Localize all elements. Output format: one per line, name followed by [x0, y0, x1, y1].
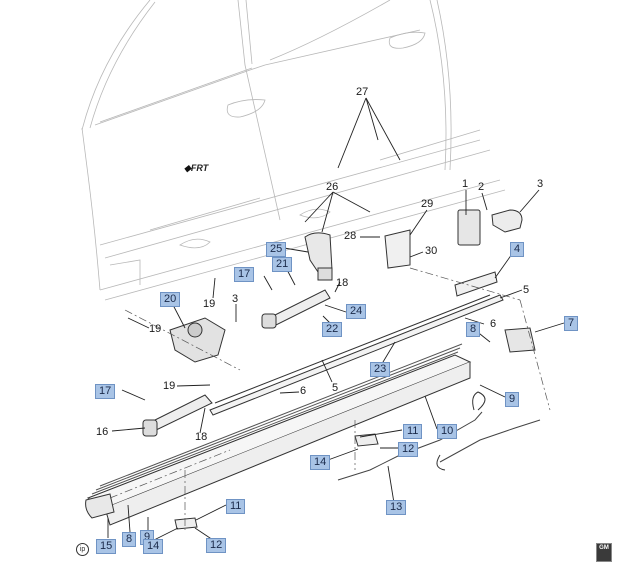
- callout-16[interactable]: 16: [96, 426, 109, 438]
- callout-6-mid[interactable]: 6: [300, 385, 307, 397]
- callout-14-mid[interactable]: 14: [310, 455, 331, 470]
- callout-28[interactable]: 28: [344, 230, 357, 242]
- callout-19-left[interactable]: 19: [149, 323, 162, 335]
- callout-3-harness[interactable]: 3: [232, 293, 239, 305]
- callout-11-mid[interactable]: 11: [403, 424, 423, 439]
- callout-17-upper[interactable]: 17: [234, 267, 255, 282]
- callout-5-mid[interactable]: 5: [332, 382, 339, 394]
- parts-drawing: [85, 209, 551, 530]
- callout-18-upper[interactable]: 18: [336, 277, 349, 289]
- leader-lines: [107, 97, 565, 541]
- ip-mark-icon: ip: [76, 543, 89, 556]
- callout-21[interactable]: 21: [272, 257, 293, 272]
- callout-24[interactable]: 24: [346, 304, 367, 319]
- callout-26[interactable]: 26: [326, 181, 339, 193]
- callout-25[interactable]: 25: [266, 242, 287, 257]
- callout-10[interactable]: 10: [437, 424, 458, 439]
- callout-6-right[interactable]: 6: [490, 318, 497, 330]
- gm-logo-icon: GM: [596, 543, 612, 562]
- callout-14-lower[interactable]: 14: [143, 539, 164, 554]
- callout-15[interactable]: 15: [96, 539, 117, 554]
- callout-12-lower[interactable]: 12: [206, 538, 227, 553]
- callout-2[interactable]: 2: [478, 181, 485, 193]
- callout-8-upper[interactable]: 8: [466, 322, 481, 337]
- vehicle-body-outline: [81, 0, 506, 301]
- callout-3-module[interactable]: 3: [537, 178, 544, 190]
- callout-1[interactable]: 1: [462, 178, 469, 190]
- front-direction-marker: ◆FRT: [184, 163, 209, 173]
- callout-4[interactable]: 4: [510, 242, 525, 257]
- callout-30[interactable]: 30: [425, 245, 438, 257]
- arrow-icon: ◆: [184, 163, 191, 173]
- end-cap: [85, 493, 115, 519]
- callout-19-lower[interactable]: 19: [163, 380, 176, 392]
- callout-20[interactable]: 20: [160, 292, 181, 307]
- callout-8-lower[interactable]: 8: [122, 532, 137, 547]
- callout-27[interactable]: 27: [356, 86, 369, 98]
- step-rail: [209, 294, 504, 416]
- callout-18-lower[interactable]: 18: [195, 431, 208, 443]
- callout-23[interactable]: 23: [370, 362, 391, 377]
- callout-9-right[interactable]: 9: [505, 392, 520, 407]
- callout-19-upper[interactable]: 19: [203, 298, 216, 310]
- callout-12-mid[interactable]: 12: [398, 442, 419, 457]
- callout-29[interactable]: 29: [421, 198, 434, 210]
- callout-13[interactable]: 13: [386, 500, 407, 515]
- callout-5-right[interactable]: 5: [523, 284, 530, 296]
- callout-22[interactable]: 22: [322, 322, 343, 337]
- callout-7[interactable]: 7: [564, 316, 579, 331]
- callout-11-lower[interactable]: 11: [226, 499, 246, 514]
- callout-17-lower[interactable]: 17: [95, 384, 116, 399]
